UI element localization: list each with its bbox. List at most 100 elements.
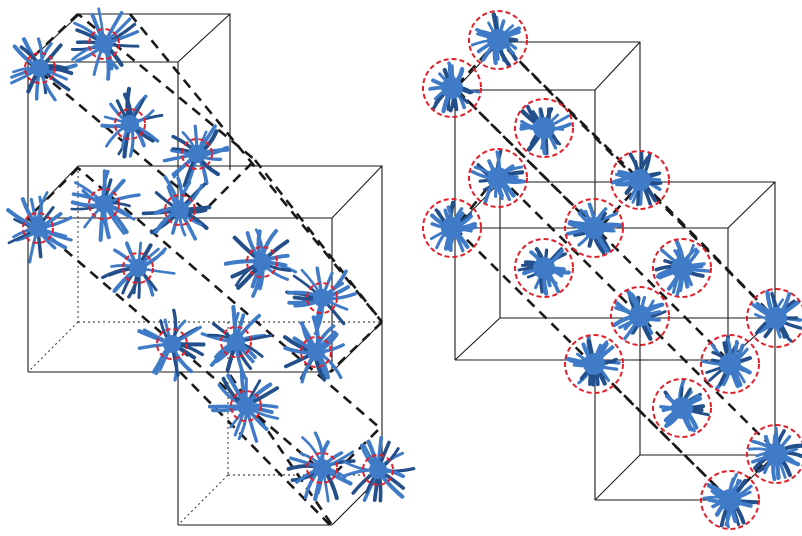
core-boundary-ring — [114, 108, 146, 140]
micelle-core — [313, 459, 331, 477]
micelle-left — [70, 7, 140, 81]
micelle-core — [765, 443, 787, 465]
core-boundary-ring — [220, 326, 252, 358]
core-boundary-ring — [746, 288, 802, 348]
micelle-core — [29, 219, 47, 237]
micelle-left — [283, 315, 345, 384]
micelle-left — [286, 431, 356, 503]
micelle-right — [514, 238, 574, 298]
micelle-right — [746, 288, 802, 348]
micelle-core — [583, 353, 605, 375]
micelle-right — [652, 238, 712, 298]
micelle-core — [313, 289, 331, 307]
right-micelle-layer — [422, 10, 802, 530]
micelle-core — [227, 333, 245, 351]
micelle-left — [200, 304, 273, 380]
micelle-left — [343, 435, 416, 503]
micelle-core — [171, 201, 189, 219]
micelle-left — [137, 308, 206, 382]
core-boundary-ring — [564, 334, 624, 394]
micelle-left — [223, 228, 298, 298]
core-boundary-ring — [300, 336, 332, 368]
core-boundary-ring — [700, 334, 760, 394]
micelle-core — [719, 353, 741, 375]
micelle-core — [629, 169, 651, 191]
micelle-left — [207, 368, 280, 443]
micelle-right — [468, 148, 528, 208]
core-boundary-ring — [246, 246, 278, 278]
micelle-left — [6, 191, 73, 264]
core-boundary-ring — [181, 138, 213, 170]
micelle-right — [564, 334, 624, 394]
core-boundary-ring — [88, 188, 120, 220]
micelle-right — [422, 58, 482, 118]
core-boundary-ring — [24, 52, 56, 84]
micelle-core — [533, 257, 555, 279]
micelle-core — [237, 397, 255, 415]
micelle-core — [629, 305, 651, 327]
micelle-right — [700, 334, 760, 394]
micelle-core — [441, 217, 463, 239]
micelle-core — [441, 77, 463, 99]
micelle-right — [746, 424, 802, 484]
core-boundary-ring — [164, 194, 196, 226]
micelle-core — [129, 259, 147, 277]
micelle-right — [422, 198, 482, 258]
core-boundary-ring — [652, 378, 712, 438]
micelle-right — [610, 150, 670, 210]
micelle-left — [10, 37, 78, 102]
core-boundary-ring — [700, 470, 760, 530]
micelle-left — [141, 175, 212, 241]
lattice-outline-left — [26, 12, 384, 526]
micelle-core — [253, 253, 271, 271]
micelle-left — [162, 124, 230, 191]
core-boundary-ring — [22, 212, 54, 244]
micelle-right — [468, 10, 528, 70]
core-boundary-ring — [422, 198, 482, 258]
core-boundary-ring — [514, 238, 574, 298]
micelle-core — [719, 489, 741, 511]
micelle-core — [188, 145, 206, 163]
micelle-core — [765, 307, 787, 329]
micelle-core — [583, 217, 605, 239]
micelle-right — [700, 470, 760, 530]
core-boundary-ring — [468, 10, 528, 70]
micelle-right — [514, 98, 574, 158]
micelle-right — [652, 378, 712, 438]
micelle-right — [610, 286, 670, 346]
right-panel — [422, 10, 802, 530]
micelle-core — [307, 343, 325, 361]
core-boundary-ring — [306, 452, 338, 484]
micelle-core — [163, 335, 181, 353]
micelle-left — [70, 169, 141, 242]
micelle-left — [100, 86, 164, 159]
core-boundary-ring — [610, 150, 670, 210]
micelle-core — [487, 29, 509, 51]
micelle-core — [95, 195, 113, 213]
core-boundary-ring — [362, 454, 394, 486]
micelle-core — [671, 397, 693, 419]
core-boundary-ring — [422, 58, 482, 118]
core-boundary-ring — [122, 252, 154, 284]
core-boundary-ring — [468, 148, 528, 208]
core-boundary-ring — [230, 390, 262, 422]
left-micelle-layer — [6, 7, 416, 503]
micelle-core — [95, 35, 113, 53]
core-boundary-ring — [652, 238, 712, 298]
micelle-left — [285, 266, 357, 336]
core-boundary-ring — [514, 98, 574, 158]
core-boundary-ring — [156, 328, 188, 360]
micelle-core — [121, 115, 139, 133]
micelle-right — [564, 198, 624, 258]
core-boundary-ring — [306, 282, 338, 314]
micelle-core — [671, 257, 693, 279]
micelle-left — [101, 241, 176, 299]
core-boundary-ring — [610, 286, 670, 346]
micelle-core — [533, 117, 555, 139]
micelle-core — [487, 167, 509, 189]
lattice-outline-right — [453, 39, 777, 502]
core-boundary-ring — [88, 28, 120, 60]
left-panel — [6, 7, 416, 526]
